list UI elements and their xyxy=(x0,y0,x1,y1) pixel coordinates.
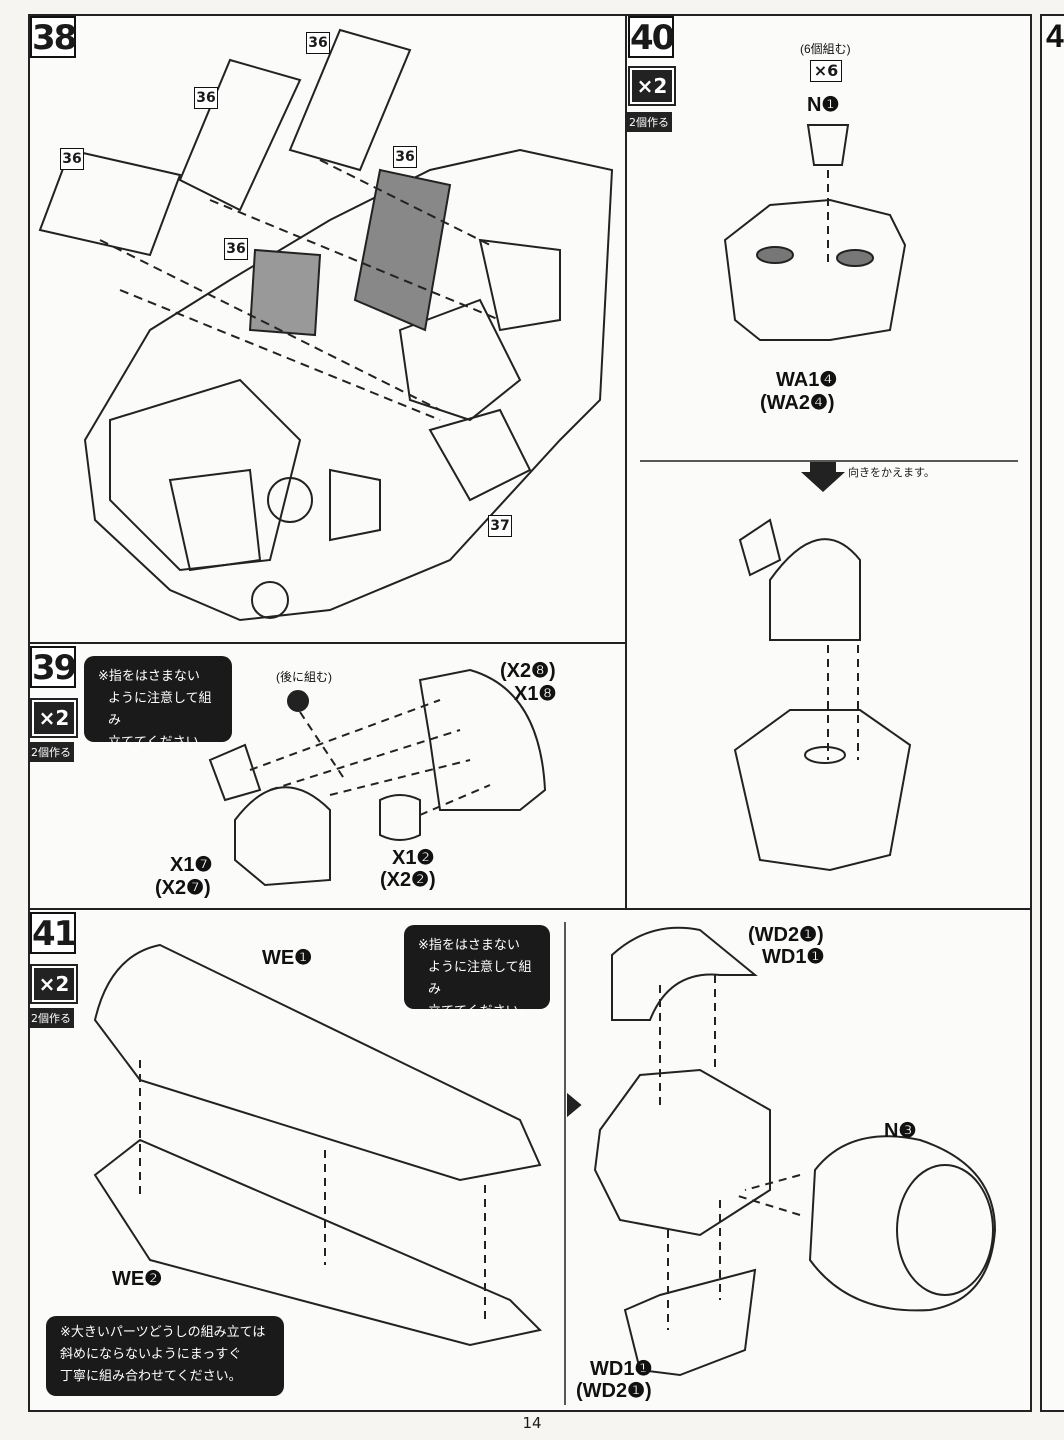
step-38-panel xyxy=(28,14,627,644)
part-label-wd1-1-top: WD1❶ xyxy=(762,946,825,968)
note-line-2: ように注意して組み xyxy=(428,960,532,997)
later-assembly-note: (後に組む) xyxy=(276,670,332,684)
body-part-we2 xyxy=(93,1138,543,1347)
finger-caution-note-39: ※指をはさまない ように注意して組み 立ててください。 xyxy=(84,656,232,750)
multiplier-badge-40: ×2 xyxy=(628,66,676,106)
thruster-part-36-b xyxy=(178,58,302,212)
part-label-x1-8: X1❽ xyxy=(514,683,557,705)
part-label-we1: WE❶ xyxy=(262,947,313,969)
step-number-41: 41 xyxy=(30,912,77,954)
part-label-we2: WE❷ xyxy=(112,1268,163,1290)
note-line-1: ※指をはさまない xyxy=(98,669,200,684)
note-line-1: ※指をはさまない xyxy=(418,938,520,953)
alignment-caution-note: ※大きいパーツどうしの組み立ては 斜めにならないようにまっすぐ 丁寧に組み合わせ… xyxy=(46,1316,284,1396)
part-label-x1-7: X1❼ xyxy=(170,854,213,876)
part-label-x2-7: (X2❼) xyxy=(155,877,211,899)
step-number-38: 38 xyxy=(30,16,77,58)
next-step-partial: 4 xyxy=(1046,18,1064,54)
nozzle-part-n3 xyxy=(808,1135,997,1312)
multiplier-badge-41: ×2 xyxy=(30,964,78,1004)
part-label-36-b: 36 xyxy=(194,87,218,109)
part-label-x2-2: (X2❷) xyxy=(380,869,436,891)
part-label-wa2: (WA2❹) xyxy=(760,392,835,414)
note-line-3: 立ててください。 xyxy=(428,1004,532,1019)
part-label-36-c: 36 xyxy=(306,32,330,54)
thruster-part-36-c xyxy=(288,28,412,172)
part-label-n3: N❸ xyxy=(884,1120,917,1142)
cover-part-wd1-top xyxy=(611,926,758,1021)
turn-arrow-icon xyxy=(801,462,845,492)
note-line-1: ※大きいパーツどうしの組み立ては xyxy=(60,1325,266,1340)
page-number: 14 xyxy=(522,1414,542,1432)
part-label-36-e: 36 xyxy=(224,238,248,260)
joint-part-lower-40 xyxy=(769,538,861,641)
next-page-edge xyxy=(1040,14,1064,1412)
part-label-wa1: WA1❹ xyxy=(776,369,838,391)
body-part-we1 xyxy=(93,943,542,1182)
cylinder-part-x1-2 xyxy=(379,794,421,841)
set-multiplier-40: ×6 xyxy=(810,60,842,82)
note-line-3: 立ててください。 xyxy=(108,735,212,750)
step-number-40: 40 xyxy=(628,16,675,58)
frame-part-x1-8 xyxy=(418,668,547,811)
make-count-41: 2個作る xyxy=(28,1008,74,1028)
nozzle-crown-upper xyxy=(723,198,907,341)
make-count-40: 2個作る xyxy=(626,112,672,132)
cover-part-wd1-bottom xyxy=(623,1268,757,1377)
turn-note: 向きをかえます。 xyxy=(848,466,935,479)
part-label-37: 37 xyxy=(488,515,512,537)
part-label-wd2-1-top: (WD2❶) xyxy=(748,924,824,946)
part-label-36-d: 36 xyxy=(393,146,417,168)
thruster-part-36-a xyxy=(38,148,182,257)
part-label-wd1-1-bottom: WD1❶ xyxy=(590,1358,653,1380)
part-label-x1-2: X1❷ xyxy=(392,847,435,869)
part-label-wd2-1-bottom: (WD2❶) xyxy=(576,1380,652,1402)
part-label-36-a: 36 xyxy=(60,148,84,170)
thruster-part-36-d xyxy=(353,168,452,332)
note-line-2: 斜めにならないようにまっすぐ xyxy=(60,1347,242,1362)
thruster-part-36-e xyxy=(248,248,322,337)
set-note-40: (6個組む) xyxy=(800,42,851,56)
note-line-2: ように注意して組み xyxy=(108,691,212,728)
head-shell-illustration xyxy=(83,148,614,622)
cap-part-n1 xyxy=(806,124,850,166)
later-part-ball xyxy=(287,690,309,712)
step-number-39: 39 xyxy=(30,646,77,688)
part-label-n1: N❶ xyxy=(807,94,840,116)
dome-part-x1-7 xyxy=(234,786,331,887)
multiplier-badge-39: ×2 xyxy=(30,698,78,738)
note-line-3: 丁寧に組み合わせてください。 xyxy=(60,1369,242,1384)
part-label-x2-8: (X2❽) xyxy=(500,660,556,682)
nozzle-crown-lower xyxy=(733,709,912,872)
finger-caution-note-41: ※指をはさまない ように注意して組み 立ててください。 xyxy=(404,925,550,1019)
core-part-41 xyxy=(593,1068,771,1237)
make-count-39: 2個作る xyxy=(28,742,74,762)
proceed-arrow-icon xyxy=(567,1092,582,1118)
